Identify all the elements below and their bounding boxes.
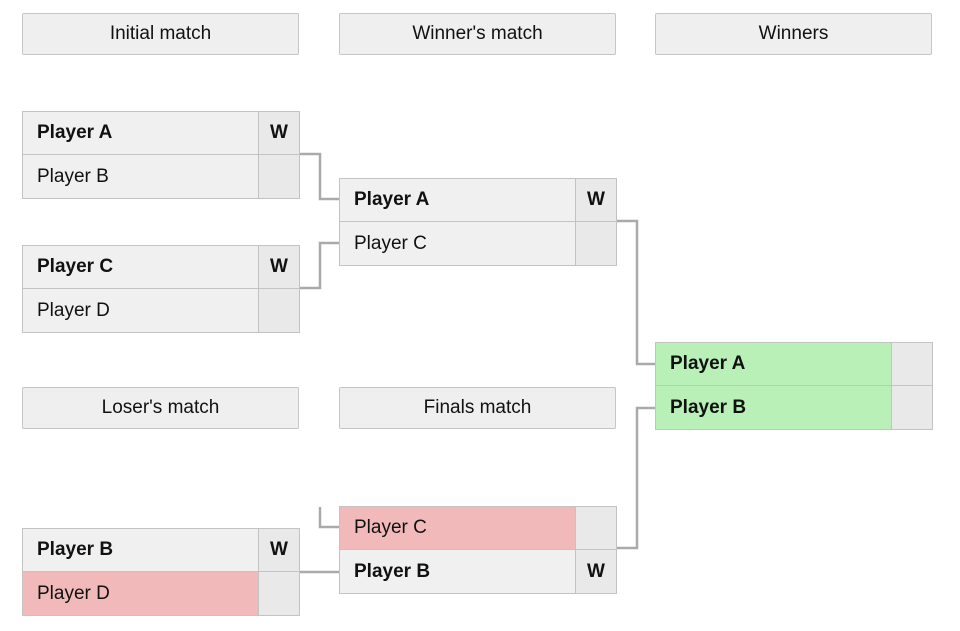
match-winners-final: Player A Player B <box>655 342 933 430</box>
player-name: Player C <box>354 232 427 254</box>
match-row-bottom[interactable]: Player B <box>22 155 300 199</box>
win-marker: W <box>575 550 616 593</box>
win-marker-empty <box>891 386 932 429</box>
player-name: Player A <box>37 122 113 143</box>
match-row-bottom[interactable]: Player B W <box>339 550 617 594</box>
win-marker-empty <box>258 572 299 615</box>
header-initial-match: Initial match <box>22 13 299 55</box>
win-marker: W <box>258 112 299 154</box>
header-winners-match: Winner's match <box>339 13 616 55</box>
player-name: Player A <box>656 343 891 385</box>
player-name: Player B <box>37 539 114 560</box>
match-row-bottom[interactable]: Player D <box>22 289 300 333</box>
header-losers-match: Loser's match <box>22 387 299 429</box>
player-name: Player D <box>23 572 258 615</box>
player-name: Player D <box>37 299 110 321</box>
player-name: Player C <box>340 507 575 549</box>
win-marker-empty <box>258 155 299 198</box>
win-marker-empty <box>258 289 299 332</box>
header-finals-match: Finals match <box>339 387 616 429</box>
win-marker: W <box>575 179 616 221</box>
match-row-top[interactable]: Player C <box>339 506 617 550</box>
match-row-top[interactable]: Player A <box>655 342 933 386</box>
win-marker-empty <box>575 507 616 549</box>
win-marker: W <box>258 529 299 571</box>
connector-winners-to-final <box>617 219 656 366</box>
match-winners: Player A W Player C <box>339 178 617 266</box>
player-name: Player B <box>354 560 431 582</box>
match-finals: Player C Player B W <box>339 506 617 594</box>
header-winners: Winners <box>655 13 932 55</box>
match-initial-2: Player C W Player D <box>22 245 300 333</box>
match-row-top[interactable]: Player A W <box>339 178 617 222</box>
match-initial-1: Player A W Player B <box>22 111 300 199</box>
match-row-bottom[interactable]: Player C <box>339 222 617 266</box>
connector-initial2-to-winners <box>300 241 340 290</box>
connector-initial1-to-winners <box>300 152 340 201</box>
player-name: Player A <box>354 189 430 210</box>
player-name: Player B <box>656 386 891 429</box>
win-marker: W <box>258 246 299 288</box>
match-row-top[interactable]: Player C W <box>22 245 300 289</box>
player-name: Player B <box>37 165 109 187</box>
match-row-top[interactable]: Player B W <box>22 528 300 572</box>
match-row-bottom[interactable]: Player B <box>655 386 933 430</box>
win-marker-empty <box>575 222 616 265</box>
player-name: Player C <box>37 256 114 277</box>
connector-drop-in <box>318 507 340 529</box>
match-row-bottom[interactable]: Player D <box>22 572 300 616</box>
match-row-top[interactable]: Player A W <box>22 111 300 155</box>
connector-finals-to-final <box>617 406 656 550</box>
match-losers: Player B W Player D <box>22 528 300 616</box>
win-marker-empty <box>891 343 932 385</box>
